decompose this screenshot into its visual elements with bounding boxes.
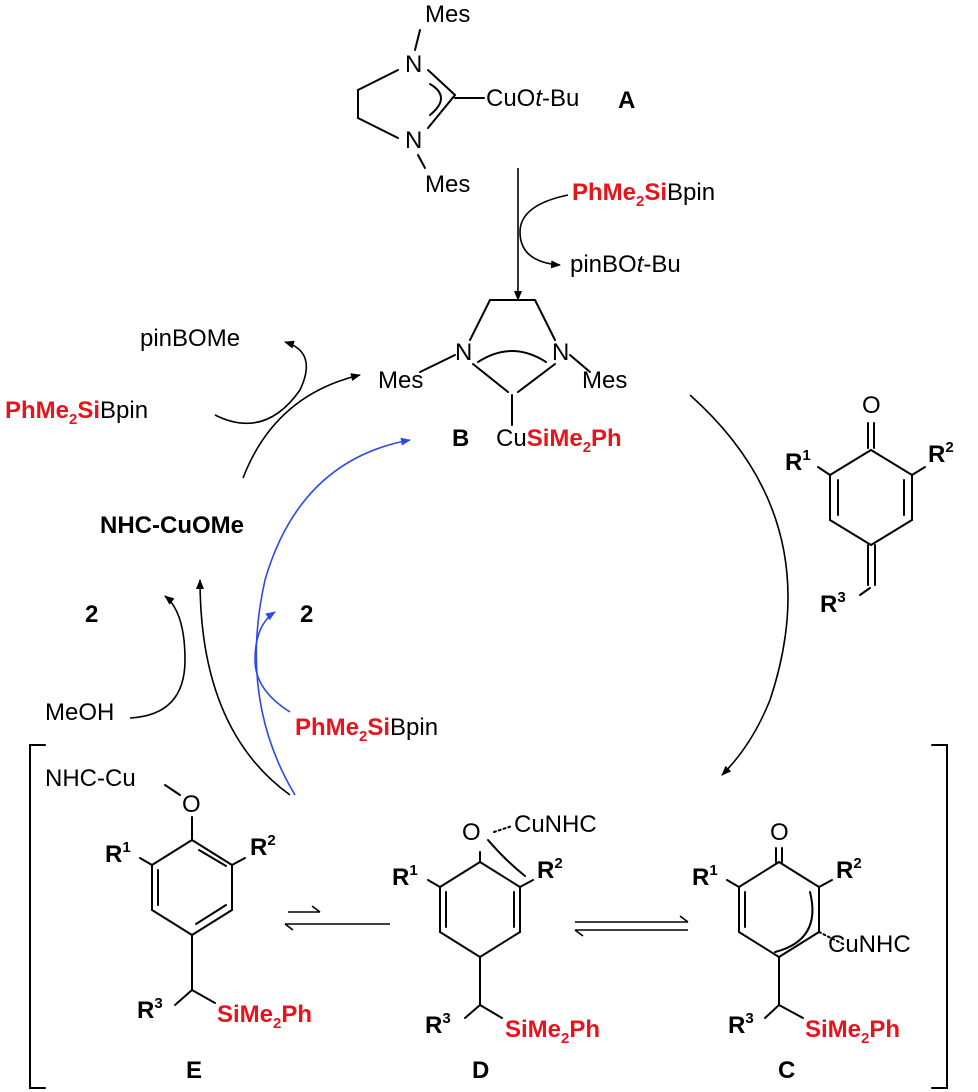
mes-label: Mes xyxy=(425,171,470,198)
nitrogen-label: N xyxy=(455,339,472,366)
nitrogen-label: N xyxy=(405,127,422,154)
silylborane-reagent-top: PhMe2SiBpin xyxy=(572,179,715,210)
r1-label: R1 xyxy=(392,862,418,891)
arrow-regenerate-b xyxy=(242,373,361,479)
cu-nhc-label: CuNHC xyxy=(828,931,911,958)
electron-flow-arrow xyxy=(487,839,526,877)
r2-label: R2 xyxy=(928,439,954,468)
r2-label: R2 xyxy=(250,832,276,861)
compound-e-id: E xyxy=(186,1057,202,1084)
mes-label: Mes xyxy=(582,367,627,394)
r3-label: R3 xyxy=(425,1010,451,1039)
compound-c: O CuNHC R1 R2 R3 SiMe2Ph C xyxy=(692,819,911,1084)
oxygen-label: O xyxy=(770,819,789,846)
silyl-group-label: SiMe2Ph xyxy=(217,1001,312,1032)
r3-label: R3 xyxy=(728,1010,754,1039)
nhc-cuome: NHC-CuOMe xyxy=(100,512,244,539)
arrow-e-to-nhc-cuome xyxy=(196,579,291,796)
compound-b: N N Mes Mes B CuSiMe2Ph xyxy=(378,299,627,456)
methanol: MeOH xyxy=(45,699,114,726)
silyl-group-label: SiMe2Ph xyxy=(505,1016,600,1047)
r1-label: R1 xyxy=(105,839,131,868)
reagent-curve-arrow xyxy=(519,194,569,269)
r3-label: R3 xyxy=(820,589,846,618)
oxygen-label: O xyxy=(182,791,201,818)
r1-label: R1 xyxy=(692,862,718,891)
compound-b-id: B xyxy=(452,425,469,452)
substrate-quinone-methide: O R1 R2 R3 xyxy=(785,392,954,618)
r1-label: R1 xyxy=(785,447,811,476)
blue-reagent-arrow xyxy=(254,611,291,713)
silyl-group-label: SiMe2Ph xyxy=(805,1016,900,1047)
reagent-in-out-arrow xyxy=(214,340,308,425)
cu-silyl-label: CuSiMe2Ph xyxy=(496,425,622,456)
r3-label: R3 xyxy=(137,995,163,1024)
right-bracket xyxy=(931,744,948,1089)
oxygen-label: O xyxy=(462,819,481,846)
compound-a-id: A xyxy=(618,87,635,114)
compound-e: NHC-Cu O R1 R2 R3 SiMe2Ph E xyxy=(45,765,312,1084)
silylborane-reagent-lower: PhMe2SiBpin xyxy=(295,714,438,745)
r2-label: R2 xyxy=(537,855,563,884)
mes-label: Mes xyxy=(425,1,470,28)
product-2-blue: 2 xyxy=(300,601,313,628)
methanol-arrow xyxy=(129,595,186,719)
byproduct-methoxide: pinBOMe xyxy=(140,325,240,352)
nitrogen-label: N xyxy=(552,339,569,366)
compound-d: O CuNHC R1 R2 R3 SiMe2Ph D xyxy=(392,811,600,1084)
blue-direct-path-arrow xyxy=(255,437,411,796)
left-bracket xyxy=(29,744,46,1089)
cu-otbu-label: CuOt-Bu xyxy=(486,85,579,112)
byproduct-tbu: pinBOt-Bu xyxy=(570,251,681,278)
compound-d-id: D xyxy=(472,1057,489,1084)
r2-label: R2 xyxy=(836,855,862,884)
product-2-left: 2 xyxy=(85,601,98,628)
compound-c-id: C xyxy=(778,1057,795,1084)
compound-a: Mes N N CuOt-Bu A Mes xyxy=(357,1,635,198)
cu-nhc-label: CuNHC xyxy=(514,811,597,838)
oxygen-label: O xyxy=(862,392,881,419)
nhc-cu-label: NHC-Cu xyxy=(45,765,136,792)
mes-label: Mes xyxy=(378,367,423,394)
nitrogen-label: N xyxy=(405,51,422,78)
silylborane-reagent-left: PhMe2SiBpin xyxy=(5,397,148,428)
arrow-b-to-c xyxy=(689,394,789,776)
